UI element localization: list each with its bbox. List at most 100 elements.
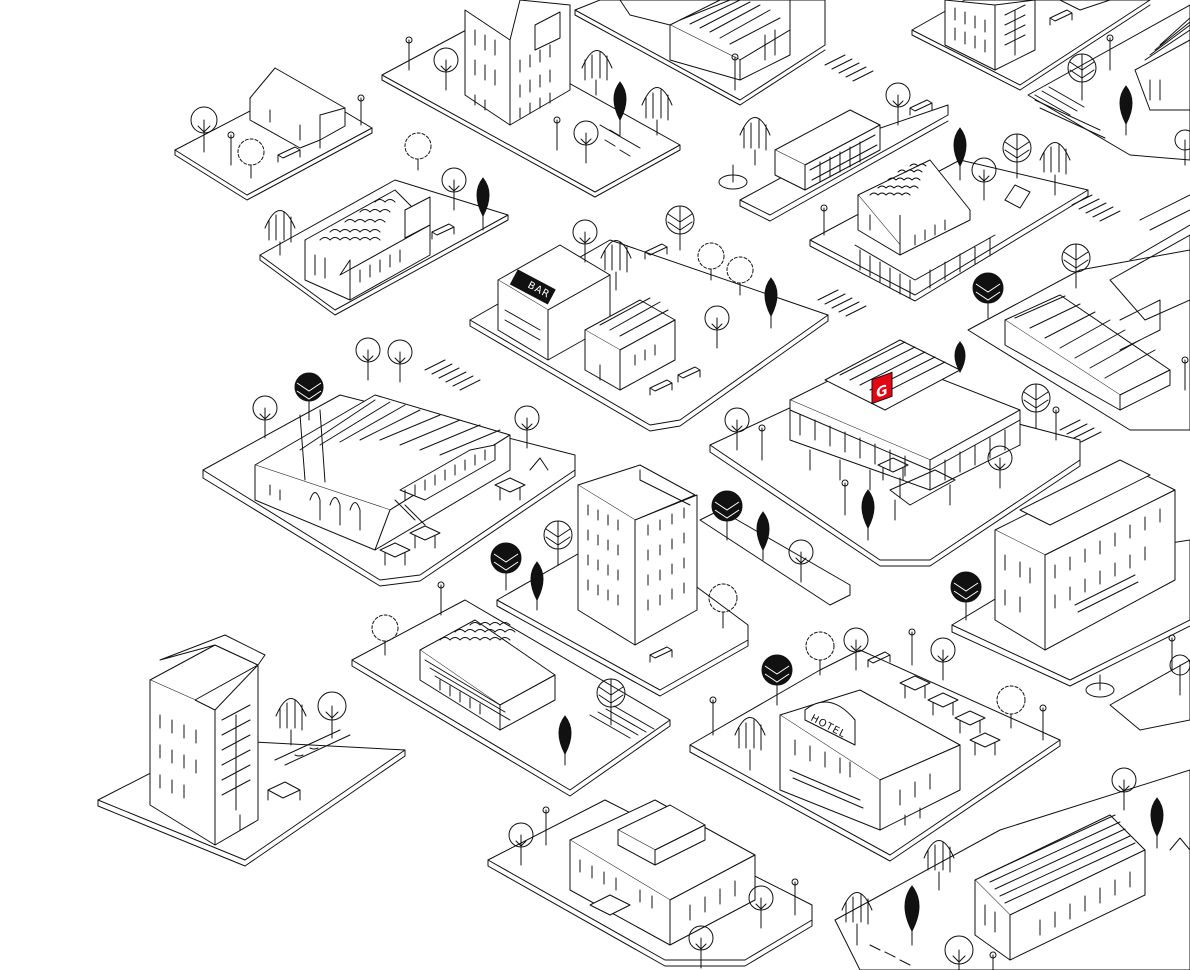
- dark-striped-tree-icon: [711, 490, 743, 541]
- street-lamps: [227, 34, 1189, 970]
- crosswalk-icon: [1059, 419, 1102, 443]
- market-hall: [254, 394, 511, 551]
- tree-icon: [1111, 767, 1137, 811]
- pine-tree-icon: [756, 511, 770, 561]
- trees: [190, 47, 1190, 970]
- street-lamp-icon: [709, 696, 717, 736]
- bush-icon: [697, 242, 725, 281]
- striped-tree-icon: [665, 205, 695, 251]
- bench-icon: [277, 146, 301, 163]
- striped-tree-icon: [1061, 243, 1091, 289]
- street-furniture: [267, 9, 1190, 851]
- tree-icon: [190, 106, 218, 153]
- hotel-building: HOTEL: [779, 689, 961, 831]
- dark-striped-tree-icon: [950, 571, 982, 621]
- crosswalk-icon: [424, 359, 481, 391]
- table-icon: [969, 732, 1001, 756]
- table-icon: [899, 675, 931, 699]
- pine-tree-icon: [764, 277, 778, 329]
- street-lamp-icon: [1181, 356, 1189, 391]
- table-icon: [409, 525, 441, 549]
- bush-icon: [996, 685, 1026, 729]
- bench-icon: [677, 366, 701, 383]
- office-building: [994, 459, 1176, 651]
- striped-tree-icon: [1002, 133, 1032, 179]
- bush-icon: [805, 631, 835, 676]
- block-platform: [1109, 659, 1190, 731]
- bench-icon: [644, 243, 668, 260]
- bar-building: BAR: [497, 244, 676, 391]
- street-lamp-icon: [820, 204, 828, 236]
- house: [1134, 17, 1190, 111]
- bush-icon: [371, 614, 399, 656]
- bar-sign: [509, 269, 556, 305]
- pine-tree-icon: [1150, 797, 1164, 849]
- willow-tree-icon: [600, 240, 632, 291]
- street-lamp-icon: [1039, 704, 1047, 741]
- street-lamp-icon: [437, 581, 445, 616]
- street-lamp-icon: [841, 479, 849, 516]
- tree-icon: [441, 167, 467, 211]
- tree-icon: [573, 120, 599, 164]
- striped-tree-icon: [1021, 383, 1051, 429]
- tree-icon: [971, 157, 997, 201]
- willow-tree-icon: [641, 87, 673, 136]
- crosswalk-icon: [1071, 194, 1121, 222]
- tree-icon: [355, 337, 381, 381]
- table-icon: [379, 542, 411, 566]
- sign-board-icon: [1169, 837, 1190, 851]
- pine-tree-icon: [954, 341, 966, 374]
- buildings: BAR: [149, 0, 1190, 961]
- dark-striped-tree-icon: [490, 542, 522, 591]
- table-icon: [494, 477, 526, 501]
- tree-icon: [944, 935, 974, 970]
- plaza-paving: [274, 99, 1106, 966]
- tree-icon: [387, 339, 413, 383]
- willow-tree-icon: [739, 117, 771, 166]
- willow-tree-icon: [275, 698, 307, 746]
- pine-tree-icon: [953, 127, 967, 181]
- bush-icon: [726, 256, 754, 296]
- tree-icon: [1174, 129, 1190, 166]
- tree-icon: [788, 539, 814, 583]
- street-lamp-icon: [908, 628, 916, 666]
- street-lamp-icon: [553, 116, 561, 151]
- tree-icon: [317, 691, 347, 739]
- dark-striped-tree-icon: [761, 654, 793, 706]
- low-building: [569, 799, 756, 946]
- tree-icon: [433, 47, 459, 91]
- tree-icon: [508, 822, 534, 866]
- tree-icon: [514, 405, 540, 449]
- pine-tree-icon: [530, 561, 544, 611]
- tree-icon: [843, 627, 869, 671]
- tree-icon: [987, 445, 1013, 489]
- dark-striped-tree-icon: [294, 372, 324, 421]
- street-lamp-icon: [791, 878, 799, 916]
- dark-striped-tree-icon: [972, 272, 1004, 319]
- street-lamp-icon: [1106, 34, 1114, 71]
- apartment-tower: [577, 464, 698, 646]
- willow-tree-icon: [1039, 142, 1071, 196]
- fountain-icon: [718, 164, 748, 190]
- g-logo-text: G: [876, 382, 887, 402]
- willow-tree-icon: [264, 210, 296, 256]
- tree-icon: [885, 82, 911, 126]
- bench-icon: [649, 646, 673, 663]
- tree-icon: [572, 219, 598, 263]
- willow-tree-icon: [734, 717, 766, 771]
- block-platform: [1027, 4, 1190, 161]
- table-icon: [927, 692, 959, 716]
- apartment-tower: [464, 0, 571, 126]
- bench-icon: [1049, 9, 1073, 26]
- table-icon: [877, 457, 909, 481]
- apartment-tower: [149, 634, 266, 846]
- pine-tree-icon: [861, 489, 875, 541]
- bench-icon: [267, 781, 301, 801]
- bush-icon: [404, 132, 432, 171]
- apartment-building: [944, 0, 1111, 71]
- warehouse: [619, 0, 791, 81]
- street-lamp-icon: [227, 131, 235, 166]
- street-lamp-icon: [758, 424, 766, 461]
- crosswalk-icon: [1034, 86, 1085, 116]
